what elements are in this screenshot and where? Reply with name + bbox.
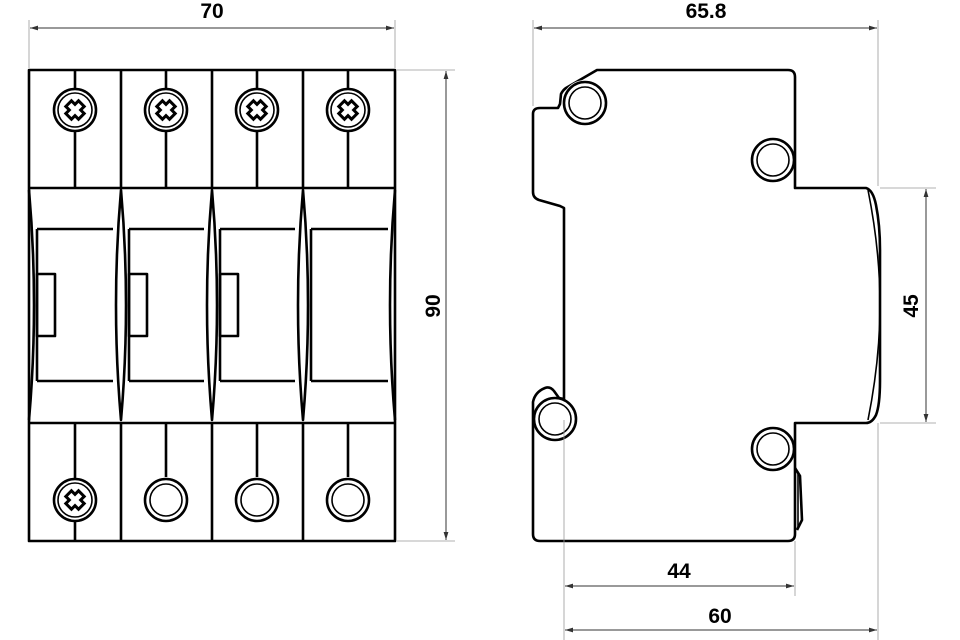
mounting-hole-icon — [750, 137, 796, 183]
handle-lines — [35, 227, 388, 383]
dim-depth-44: 44 — [563, 420, 796, 640]
dim-label: 44 — [667, 560, 691, 583]
front-view — [27, 68, 397, 543]
dim-label: 70 — [200, 0, 223, 23]
dim-depth-65-8: 65.8 — [532, 0, 879, 186]
dim-label: 45 — [900, 294, 923, 318]
mounting-hole-icon — [750, 426, 796, 472]
dim-height-90: 90 — [397, 69, 455, 542]
dim-depth-60: 60 — [565, 423, 879, 640]
dim-height-45: 45 — [880, 187, 936, 424]
dim-label: 65.8 — [686, 0, 727, 23]
dim-width-70: 70 — [28, 0, 396, 68]
side-outline — [531, 68, 882, 543]
side-view — [531, 68, 882, 543]
dim-label: 60 — [708, 605, 731, 628]
pole-dividers — [27, 70, 397, 541]
dim-label: 90 — [422, 294, 445, 317]
terminal-screws — [52, 87, 371, 523]
